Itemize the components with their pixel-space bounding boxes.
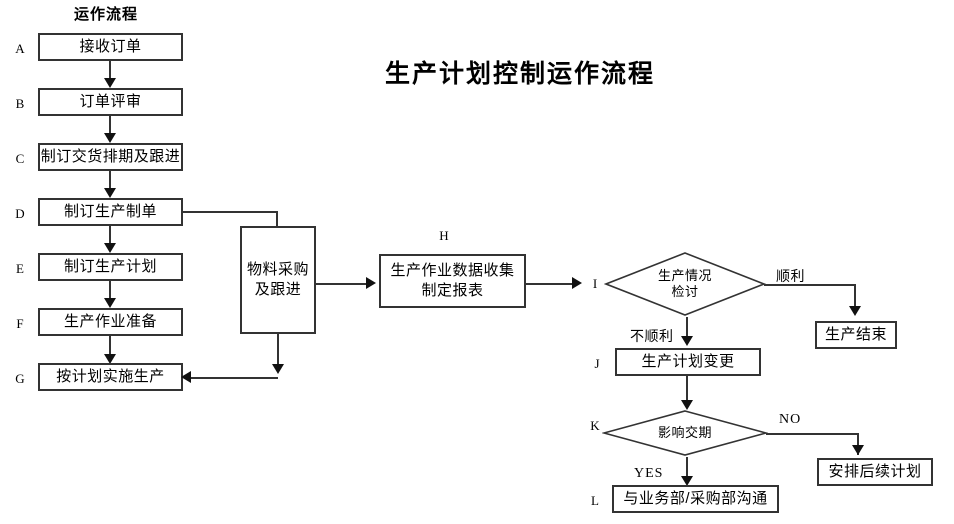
- edge-d-to-e-arrow: [104, 243, 116, 253]
- node-b-label: 订单评审: [79, 92, 142, 110]
- edge-a-to-b-line: [109, 61, 111, 80]
- edge-i-smooth-vertical: [854, 284, 856, 309]
- node-tag-j: J: [594, 356, 600, 371]
- edge-label-not-smooth: 不顺利: [630, 328, 674, 344]
- edge-label-no: NO: [779, 412, 802, 427]
- edge-b-to-c-arrow: [104, 133, 116, 143]
- node-material-line2: 及跟进: [254, 281, 302, 298]
- node-tag-e: E: [16, 261, 24, 276]
- edge-j-to-k-arrow: [681, 400, 693, 410]
- node-e-label: 制订生产计划: [63, 257, 157, 275]
- node-d-production-order[interactable]: 制订生产制单: [38, 198, 183, 226]
- node-tag-b: B: [15, 96, 25, 111]
- node-k-label: 影响交期: [657, 424, 712, 440]
- edge-material-to-g-horizontal: [190, 377, 278, 379]
- node-k-affects-delivery[interactable]: 影响交期: [602, 409, 768, 457]
- node-production-end-label: 生产结束: [824, 325, 887, 343]
- node-c-delivery-schedule[interactable]: 制订交货排期及跟进: [38, 143, 183, 171]
- node-tag-a: A: [15, 41, 25, 56]
- page-title: 生产计划控制运作流程: [385, 60, 656, 88]
- edge-material-down-arrow: [272, 364, 284, 374]
- edge-k-no-horizontal: [766, 433, 859, 435]
- edge-a-to-b-arrow: [104, 78, 116, 88]
- node-b-order-review[interactable]: 订单评审: [38, 88, 183, 116]
- edge-e-to-f-arrow: [104, 298, 116, 308]
- node-h-line2: 制定报表: [421, 282, 484, 299]
- node-tag-g: G: [15, 371, 25, 386]
- node-d-label: 制订生产制单: [63, 202, 157, 220]
- node-tag-d: D: [15, 206, 25, 221]
- edge-f-to-g-arrow: [104, 354, 116, 364]
- edge-k-yes-arrow: [681, 476, 693, 486]
- node-f-label: 生产作业准备: [63, 312, 157, 330]
- edge-material-down-line: [277, 334, 279, 369]
- node-tag-k: K: [590, 418, 600, 433]
- edge-b-to-c-line: [109, 116, 111, 135]
- edge-i-not-smooth-arrow: [681, 336, 693, 346]
- node-production-end[interactable]: 生产结束: [815, 321, 897, 349]
- node-material-line1: 物料采购: [246, 260, 309, 278]
- edge-j-to-k-line: [686, 376, 688, 404]
- node-i-label-group: 生产情况 检讨: [604, 251, 766, 317]
- edge-h-to-i-arrow: [572, 277, 582, 289]
- column-title-operation-flow: 运作流程: [74, 6, 139, 23]
- node-l-label: 与业务部/采购部沟通: [623, 489, 768, 507]
- edge-k-yes-line: [686, 457, 688, 480]
- node-j-label: 生产计划变更: [641, 352, 735, 370]
- edge-label-smooth: 顺利: [776, 268, 805, 284]
- diamond-i-shape: [604, 252, 766, 316]
- node-f-production-prep[interactable]: 生产作业准备: [38, 308, 183, 336]
- edge-i-smooth-horizontal: [764, 284, 856, 286]
- node-h-data-collection[interactable]: 生产作业数据收集 制定报表: [379, 254, 526, 308]
- node-g-label: 按计划实施生产: [56, 367, 165, 385]
- node-c-label: 制订交货排期及跟进: [40, 147, 181, 165]
- node-k-label-group: 影响交期: [602, 409, 768, 457]
- edge-d-to-material-vertical: [276, 211, 278, 228]
- node-i-production-status-review[interactable]: 生产情况 检讨: [604, 251, 766, 317]
- node-h-line1: 生产作业数据收集: [390, 261, 515, 279]
- diamond-k-shape: [602, 410, 768, 456]
- edge-k-no-vertical: [857, 433, 859, 455]
- edge-e-to-f-line: [109, 281, 111, 300]
- node-tag-i: I: [592, 276, 598, 291]
- node-followup-plan[interactable]: 安排后续计划: [817, 458, 933, 486]
- node-tag-f: F: [16, 316, 24, 331]
- edge-d-to-e-line: [109, 226, 111, 245]
- edge-material-to-h-arrow: [366, 277, 376, 289]
- edge-f-to-g-line: [109, 336, 111, 358]
- edge-k-no-arrow: [852, 445, 864, 455]
- node-tag-h: H: [439, 228, 449, 243]
- edge-h-to-i-line: [526, 283, 574, 285]
- edge-label-yes: YES: [634, 466, 664, 481]
- node-i-line2: 检讨: [671, 284, 699, 299]
- node-tag-l: L: [591, 493, 599, 508]
- edge-i-not-smooth-line: [686, 317, 688, 339]
- node-j-plan-change[interactable]: 生产计划变更: [615, 348, 761, 376]
- edge-material-to-h-line: [316, 283, 368, 285]
- node-g-execute-production[interactable]: 按计划实施生产: [38, 363, 183, 391]
- node-e-production-plan[interactable]: 制订生产计划: [38, 253, 183, 281]
- node-tag-c: C: [15, 151, 25, 166]
- node-material-procurement[interactable]: 物料采购 及跟进: [240, 226, 316, 334]
- edge-c-to-d-arrow: [104, 188, 116, 198]
- edge-d-to-material-horizontal: [183, 211, 278, 213]
- node-i-line1: 生产情况: [657, 267, 712, 283]
- edge-material-to-g-arrow: [181, 371, 191, 383]
- node-l-communicate-departments[interactable]: 与业务部/采购部沟通: [612, 485, 779, 513]
- edge-i-smooth-arrow: [849, 306, 861, 316]
- node-a-label: 接收订单: [79, 37, 142, 55]
- edge-c-to-d-line: [109, 171, 111, 190]
- node-a-receive-order[interactable]: 接收订单: [38, 33, 183, 61]
- node-followup-plan-label: 安排后续计划: [828, 462, 922, 480]
